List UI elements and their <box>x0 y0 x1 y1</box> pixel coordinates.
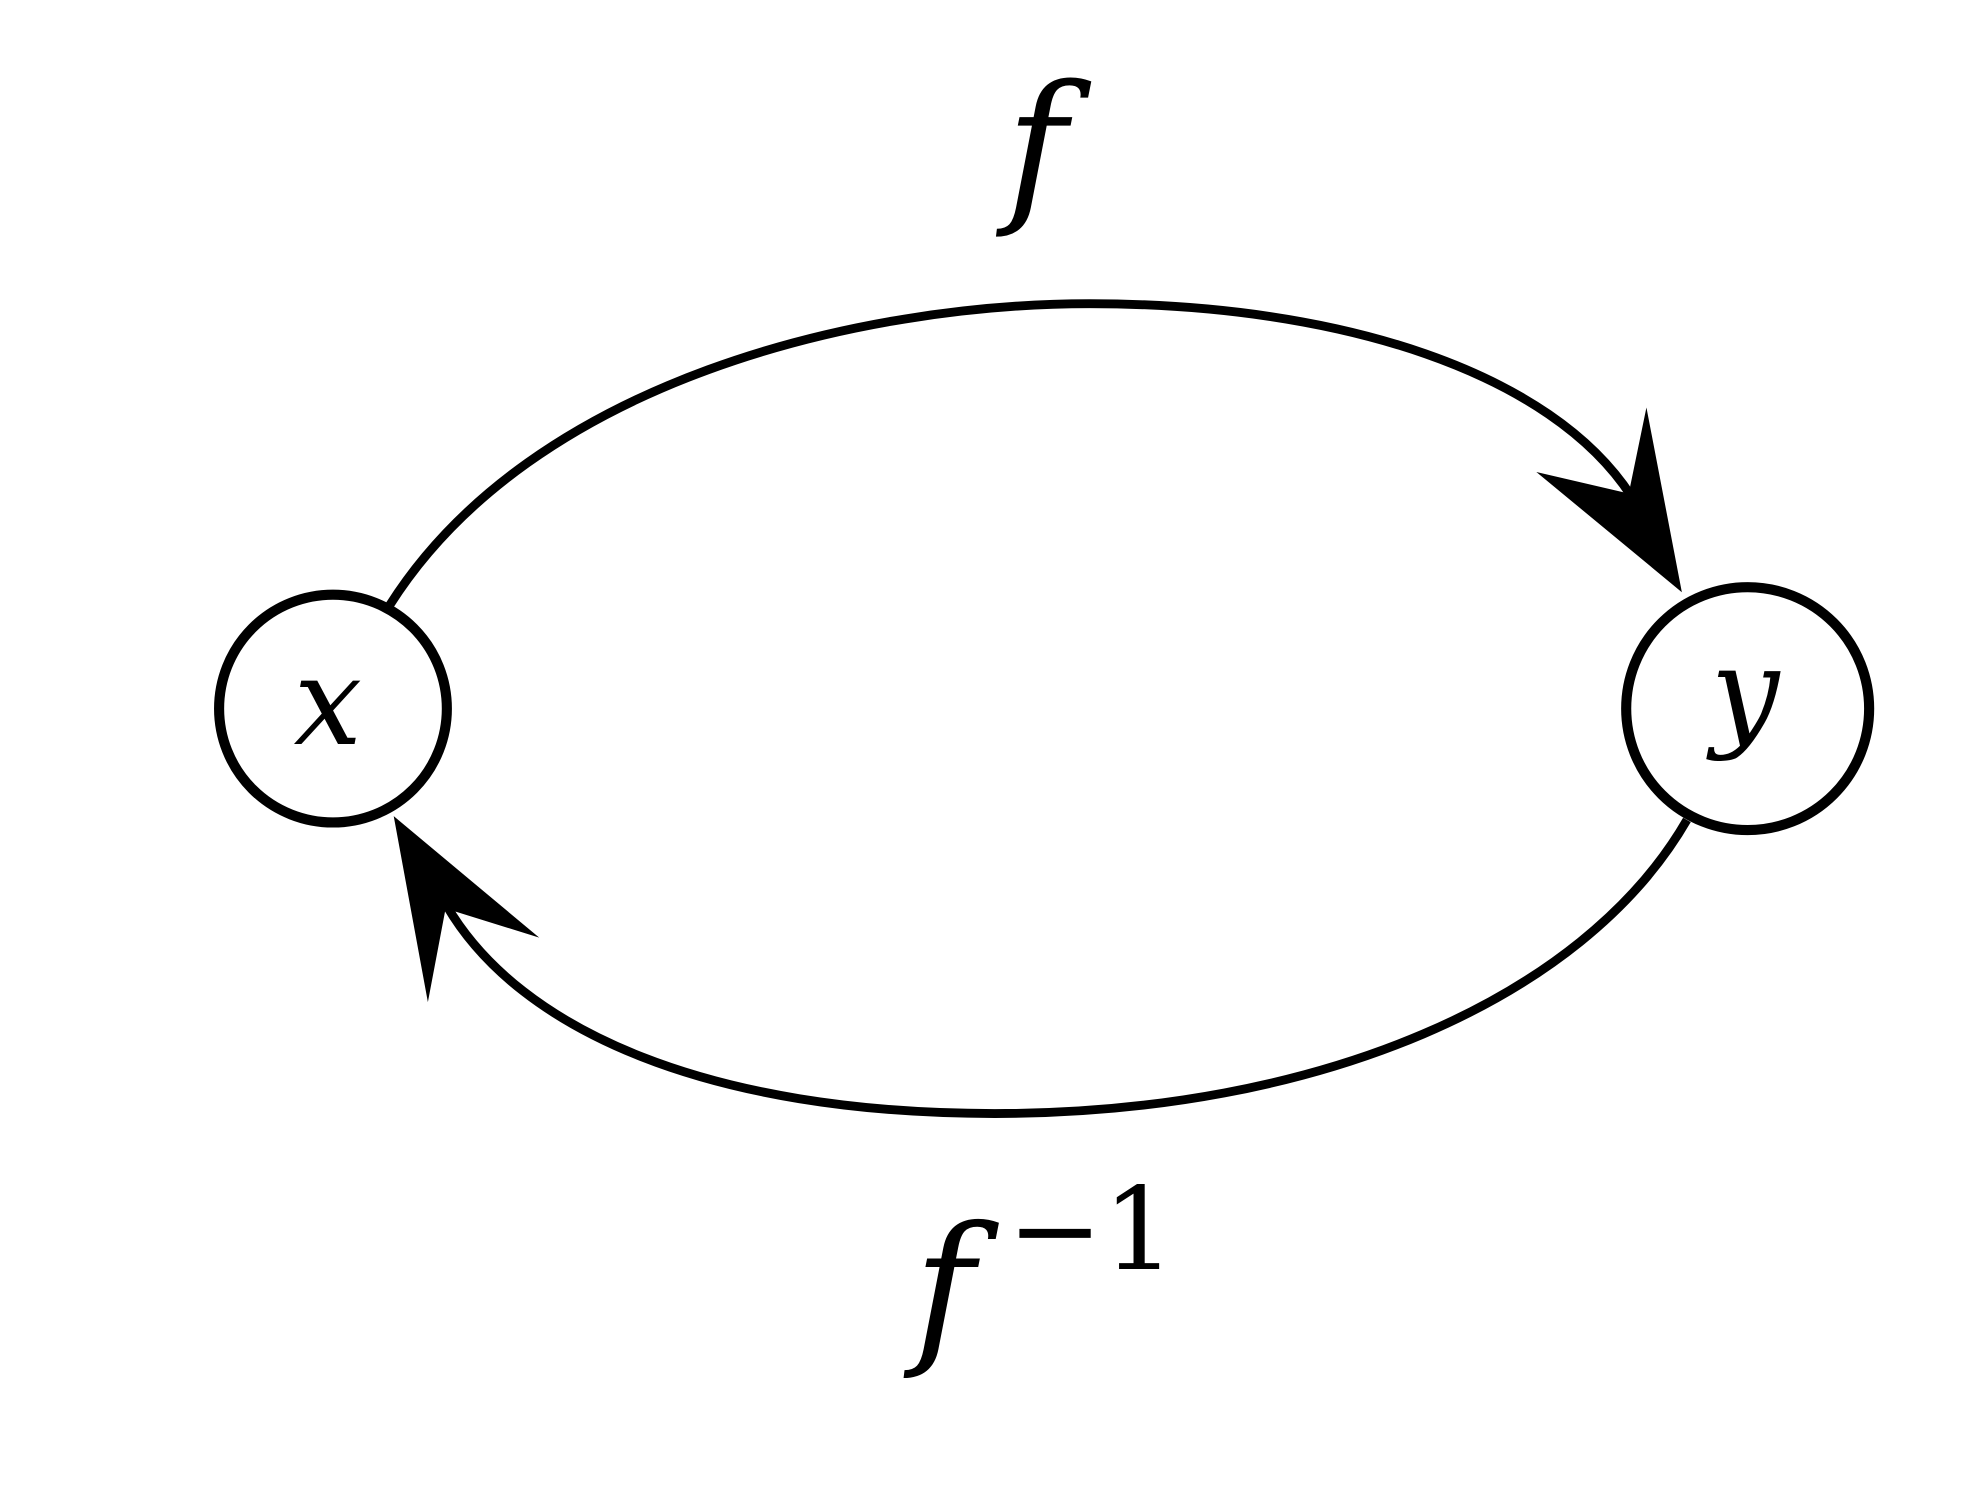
edge-f-inverse-arrowhead <box>393 816 540 1003</box>
edge-f-arc <box>386 299 1635 608</box>
node-x-label: x <box>294 631 363 773</box>
edge-f-arrowhead <box>1536 407 1682 593</box>
edge-f-label: f <box>995 49 1092 241</box>
node-y: y <box>1621 582 1875 836</box>
edge-f-inverse-arc <box>443 817 1691 1118</box>
edge-f-inverse-superscript: −1 <box>1007 1163 1175 1296</box>
node-x: x <box>214 589 452 828</box>
edge-f-inverse-label: f <box>903 1191 1000 1383</box>
node-y-label: y <box>1706 621 1781 763</box>
